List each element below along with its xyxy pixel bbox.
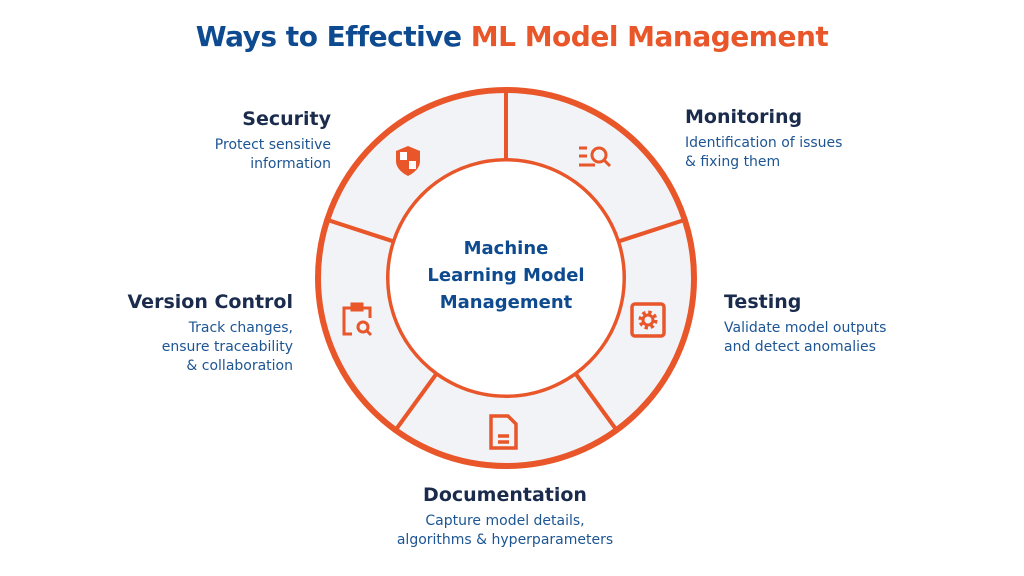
- title-part-1: Ways to Effective: [195, 20, 462, 53]
- item-desc: Identification of issues & fixing them: [685, 135, 843, 170]
- page-title: Ways to Effective ML Model Management: [0, 20, 1024, 53]
- list-search-icon: [579, 146, 612, 168]
- center-label: Machine Learning Model Management: [406, 235, 606, 316]
- outer-ring: [315, 87, 697, 469]
- center-line-3: Management: [439, 292, 573, 313]
- item-title: Version Control: [127, 291, 293, 313]
- item-desc: Validate model outputs and detect anomal…: [724, 320, 887, 355]
- item-title: Testing: [724, 291, 802, 313]
- item-title: Security: [242, 108, 331, 130]
- item-desc: Capture model details, algorithms & hype…: [396, 513, 614, 548]
- item-security: Security Protect sensitive information: [215, 108, 331, 174]
- document-icon: [489, 414, 518, 450]
- gear-box-icon: [630, 302, 666, 338]
- clipboard-search-icon: [342, 302, 373, 337]
- center-line-2: Learning Model: [427, 265, 585, 286]
- title-part-2: ML Model Management: [470, 20, 829, 53]
- item-monitoring: Monitoring Identification of issues & fi…: [685, 106, 842, 172]
- item-desc: Track changes, ensure traceability & col…: [161, 320, 293, 374]
- item-testing: Testing Validate model outputs and detec…: [724, 291, 886, 357]
- center-circle: [386, 158, 626, 398]
- item-documentation: Documentation Capture model details, alg…: [355, 484, 655, 550]
- center-line-1: Machine: [463, 238, 549, 259]
- shield-icon: [396, 146, 420, 176]
- item-desc: Protect sensitive information: [214, 137, 331, 172]
- item-version-control: Version Control Track changes, ensure tr…: [128, 291, 293, 376]
- item-title: Documentation: [423, 484, 587, 506]
- item-title: Monitoring: [685, 106, 803, 128]
